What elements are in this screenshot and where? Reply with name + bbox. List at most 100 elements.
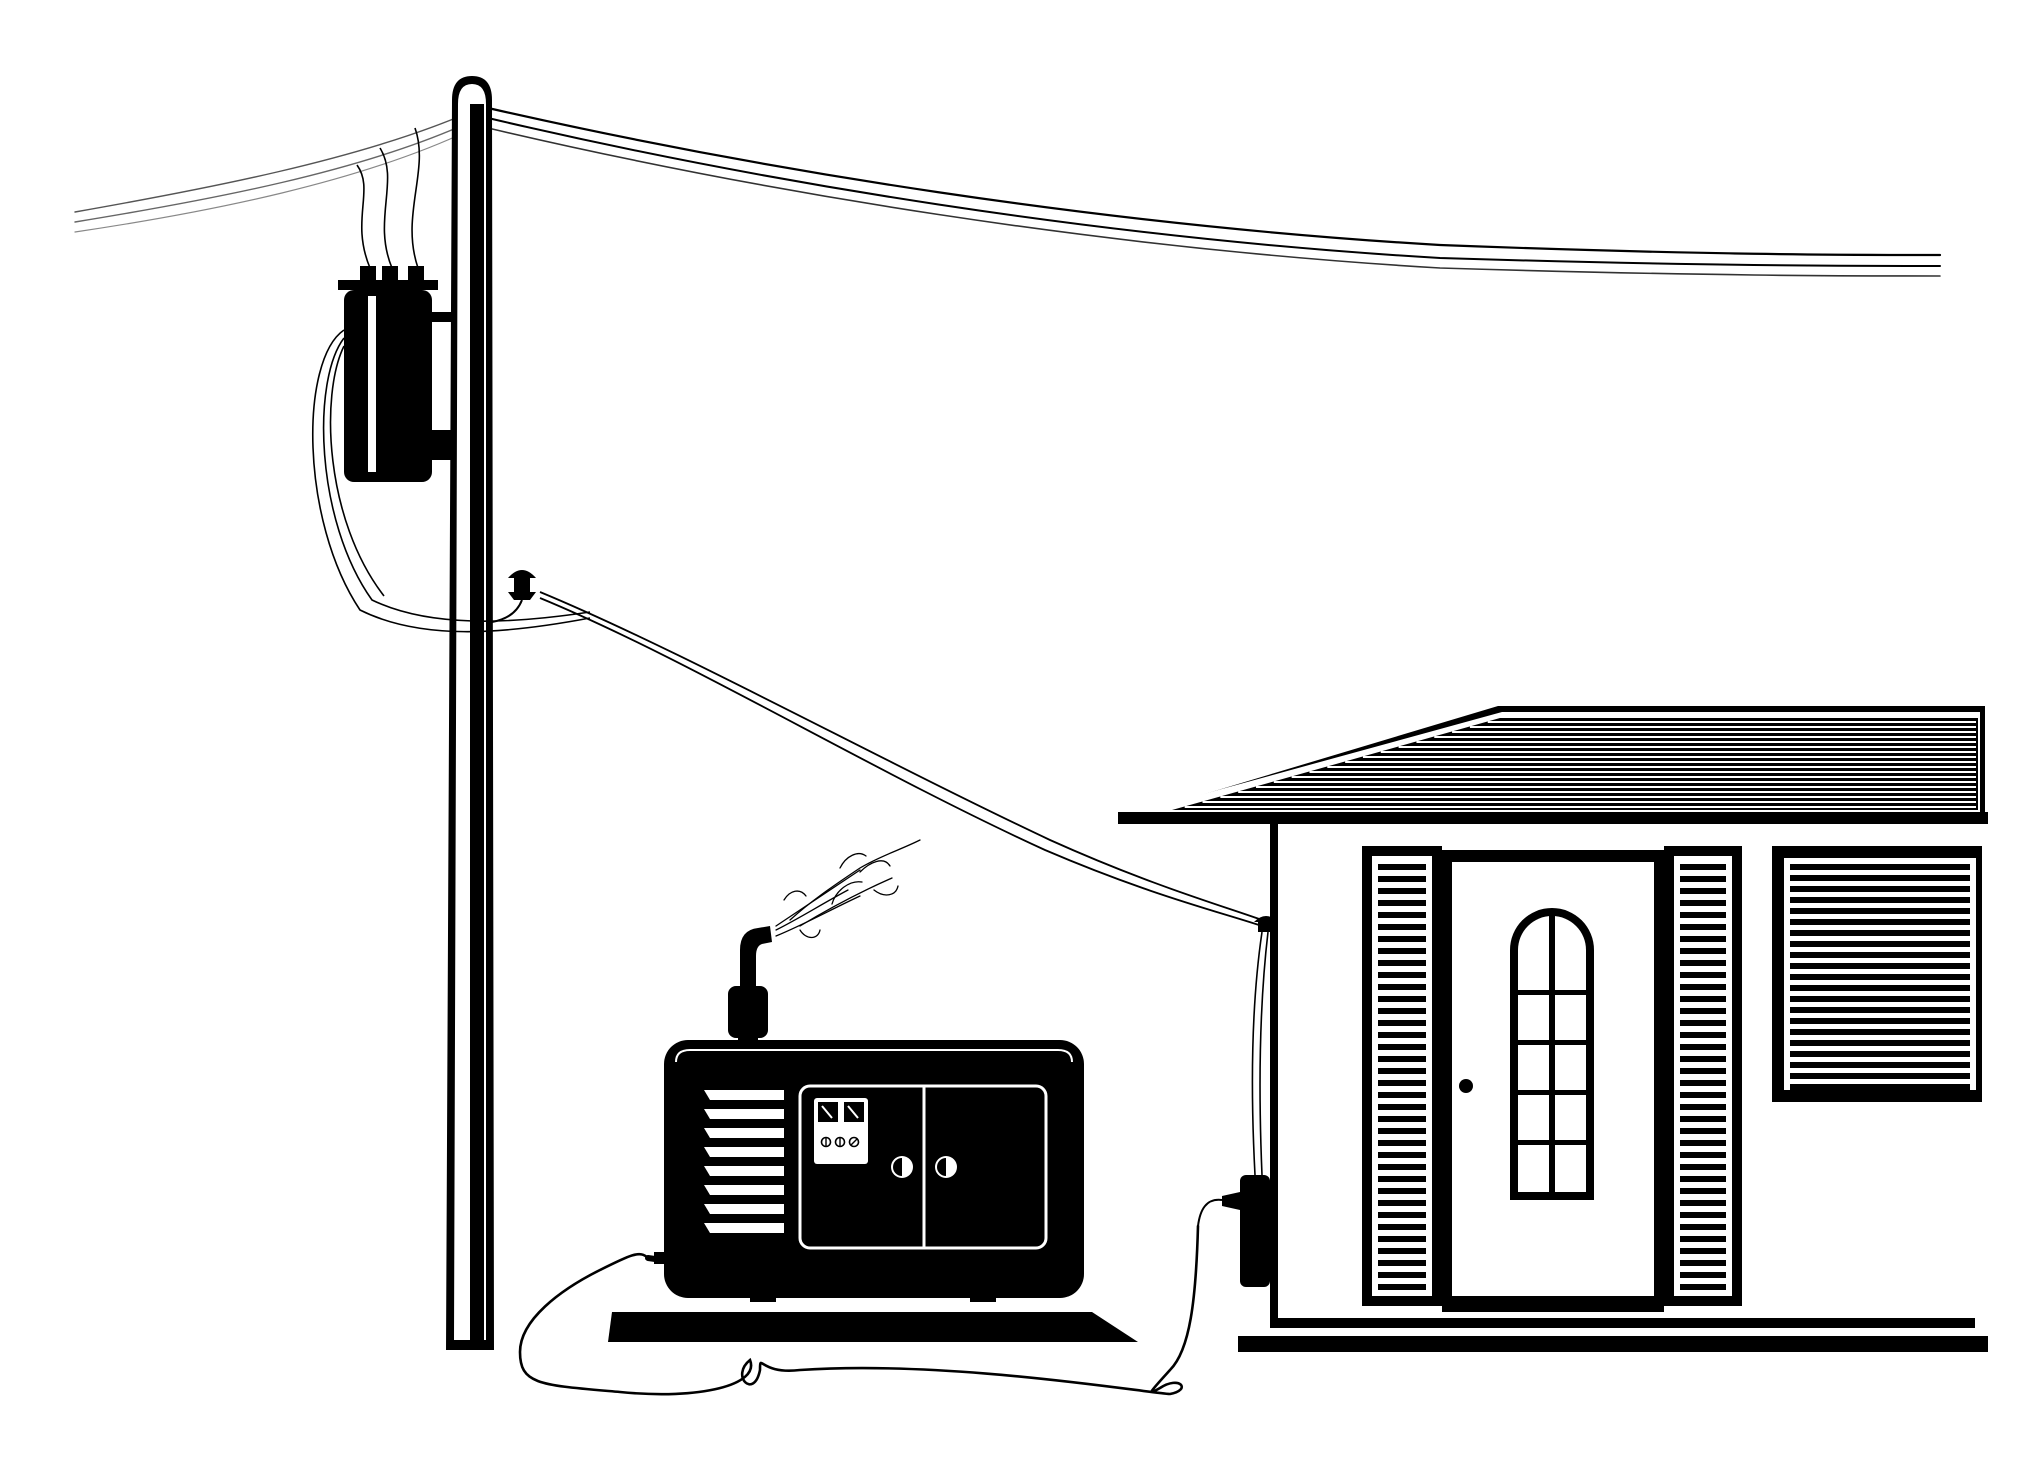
shutter-slat (1378, 1020, 1426, 1026)
door-window (1510, 908, 1594, 1200)
shutter-slat (1680, 972, 1726, 978)
shutter-slat (1680, 936, 1726, 942)
shutter-slat (1680, 1224, 1726, 1230)
shutter-slat (1680, 960, 1726, 966)
generator-control-panel (798, 1084, 1048, 1250)
blind-slat (1790, 875, 1970, 881)
generator-base-pad (608, 1312, 1138, 1342)
blind-slat (1790, 1051, 1970, 1057)
shutter-slat (1680, 912, 1726, 918)
blind-slat (1790, 897, 1970, 903)
vent-louver (704, 1166, 784, 1176)
shutter-slat (1378, 1176, 1426, 1182)
shutter-slat (1378, 1152, 1426, 1158)
shutter-slat (1378, 1080, 1426, 1086)
pole-transformer (312, 127, 591, 633)
shutter-slat (1378, 996, 1426, 1002)
shutter-slat (1680, 984, 1726, 990)
door-knob (1459, 1079, 1473, 1093)
overhead-power-lines (74, 106, 1942, 277)
shutter-slat (1680, 1092, 1726, 1098)
blind-slat (1790, 1073, 1970, 1079)
transfer-switch-box (1197, 1175, 1270, 1287)
shutter-slat (1680, 1248, 1726, 1254)
shutter-slat (1680, 1080, 1726, 1086)
utility-pole (446, 76, 494, 1350)
shutter-slat (1680, 1116, 1726, 1122)
shutter-slat (1378, 900, 1426, 906)
shutter-slat (1680, 1128, 1726, 1134)
shutter-slat (1378, 1008, 1426, 1014)
vent-louver (704, 1109, 784, 1119)
blind-slat (1790, 1029, 1970, 1035)
roof-shingles (1184, 721, 1976, 808)
shutter-slat (1680, 948, 1726, 954)
vent-louver (704, 1204, 784, 1214)
shutter-slat (1378, 960, 1426, 966)
vent-louver (704, 1147, 784, 1157)
blind-slat (1790, 974, 1970, 980)
shutter-slat (1680, 1008, 1726, 1014)
shutter-slat (1378, 912, 1426, 918)
house-roof (1118, 706, 1985, 822)
shutter-slat (1680, 1272, 1726, 1278)
blind-slat (1790, 1040, 1970, 1046)
service-drop-cable (491, 570, 1278, 1176)
shutter-slat (1680, 1044, 1726, 1050)
shutter-slat (1378, 1272, 1426, 1278)
shutter-slat (1378, 1104, 1426, 1110)
shutter-slat (1680, 1200, 1726, 1206)
shutter-slat (1378, 1128, 1426, 1134)
shutter-slat (1378, 876, 1426, 882)
shutter-slat (1680, 1140, 1726, 1146)
shutter-slat (1378, 1248, 1426, 1254)
blind-slat (1790, 996, 1970, 1002)
shutter-slat (1680, 1260, 1726, 1266)
shutter-slat (1680, 1056, 1726, 1062)
blind-slat (1790, 1018, 1970, 1024)
blind-slat (1790, 985, 1970, 991)
standby-generator (608, 839, 1138, 1342)
shutter-slat (1680, 1068, 1726, 1074)
shutter-slat (1680, 876, 1726, 882)
blind-slat (1790, 963, 1970, 969)
shutter-slat (1680, 996, 1726, 1002)
shutter-slat (1378, 864, 1426, 870)
shutter-slat (1378, 1092, 1426, 1098)
shutter-slat (1680, 924, 1726, 930)
shutter-slat (1680, 1164, 1726, 1170)
shutter-slat (1378, 1188, 1426, 1194)
blind-slat (1790, 941, 1970, 947)
shutter-slat (1680, 888, 1726, 894)
shutter-slat (1378, 924, 1426, 930)
shutter-slat (1378, 1212, 1426, 1218)
shutter-slat (1378, 1260, 1426, 1266)
shutter-slat (1378, 936, 1426, 942)
shutter-slat (1378, 888, 1426, 894)
blind-slat (1790, 864, 1970, 870)
shutter-slat (1378, 1224, 1426, 1230)
shutter-slat (1680, 1188, 1726, 1194)
blind-slat (1790, 919, 1970, 925)
shutter-slat (1378, 1284, 1426, 1290)
shutter-slat (1378, 948, 1426, 954)
vent-louver (704, 1185, 784, 1195)
exhaust-muffler (728, 926, 772, 1044)
shutter-slat (1680, 1152, 1726, 1158)
blind-slat (1790, 1084, 1970, 1090)
shutter-slat (1378, 1200, 1426, 1206)
shutter-slat (1680, 1104, 1726, 1110)
generator-vent (704, 1090, 784, 1233)
shutter-slat (1680, 1020, 1726, 1026)
shutter-slat (1378, 1140, 1426, 1146)
shutter-slat (1378, 1116, 1426, 1122)
shutter-slat (1378, 972, 1426, 978)
shutter-slat (1378, 1236, 1426, 1242)
shutter-slat (1378, 1164, 1426, 1170)
blind-slat (1790, 908, 1970, 914)
shutter-slat (1378, 1044, 1426, 1050)
shutter-slat (1680, 1284, 1726, 1290)
shutter-slat (1378, 1068, 1426, 1074)
shutter-slat (1680, 1176, 1726, 1182)
